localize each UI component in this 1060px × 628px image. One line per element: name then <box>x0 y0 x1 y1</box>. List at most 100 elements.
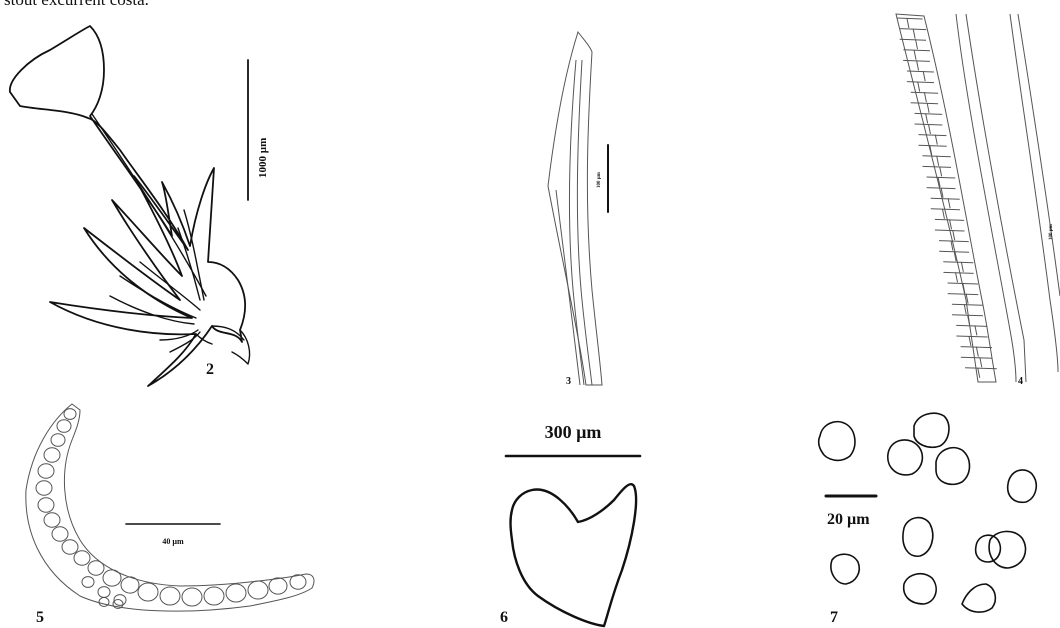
cell <box>51 434 65 447</box>
spore <box>936 448 970 485</box>
cell <box>160 587 180 605</box>
cell-wall <box>927 177 956 178</box>
cell-wall <box>943 272 973 273</box>
cell-wall <box>928 124 930 134</box>
cell <box>121 577 139 593</box>
plant-leaf <box>110 296 194 324</box>
spore <box>914 413 949 447</box>
cell-wall <box>911 103 938 104</box>
cell-wall <box>961 262 963 272</box>
cell-wall <box>907 82 934 83</box>
cell <box>52 527 68 541</box>
cell <box>74 551 90 565</box>
cell-band-outline <box>896 14 996 382</box>
cell-wall <box>937 156 939 166</box>
figure-number-6: 6 <box>500 609 508 626</box>
cell <box>62 540 78 554</box>
cell <box>290 575 306 589</box>
cell-wall <box>923 166 951 167</box>
cell-wall <box>948 294 979 295</box>
cell-wall <box>917 60 919 70</box>
cell-wall <box>935 230 965 231</box>
cell-wall <box>914 50 916 60</box>
cell <box>248 581 268 599</box>
cell-wall <box>952 304 983 305</box>
cell-wall <box>919 145 947 146</box>
figure-number-3: 3 <box>566 376 571 387</box>
specimen-outline <box>511 484 637 626</box>
spore <box>888 440 923 475</box>
cell-wall <box>935 135 937 145</box>
cell-wall <box>923 71 925 81</box>
cell-wall <box>969 336 971 346</box>
cell-wall <box>915 113 943 114</box>
cell <box>204 587 224 605</box>
cell-wall <box>956 272 958 282</box>
spore <box>962 584 995 612</box>
cell <box>182 588 202 606</box>
figure-6-outline: 300 µm 6 <box>500 422 640 626</box>
leaf-costa <box>570 60 584 385</box>
cell <box>99 598 109 607</box>
cell <box>138 583 158 601</box>
cell-grid <box>896 18 996 378</box>
cell <box>57 420 71 433</box>
cell <box>269 578 287 594</box>
cell-wall <box>964 304 966 314</box>
figure-4-areolation: 100 µm 4 <box>896 14 1060 387</box>
cell-wall <box>940 166 942 176</box>
figure-3-leaf: 100 µm 3 <box>548 32 608 387</box>
cell-wall <box>913 29 915 39</box>
scale-label-fig7: 20 µm <box>827 511 870 528</box>
leaf-margin <box>556 190 580 385</box>
cell-wall <box>939 241 969 242</box>
cell <box>103 570 121 586</box>
spore <box>904 574 936 604</box>
cell-wall <box>980 357 982 367</box>
cell-wall <box>900 39 926 40</box>
cell-wall <box>896 18 922 19</box>
plant-leaf <box>196 334 212 344</box>
cell <box>38 498 54 512</box>
cell-wall <box>978 368 980 378</box>
cell <box>88 561 104 575</box>
plant-outline <box>10 26 245 386</box>
scale-label-fig5: 40 µm <box>162 537 184 546</box>
figure-number-5: 5 <box>36 609 44 626</box>
spore <box>903 518 933 557</box>
leaf-costa <box>577 60 592 385</box>
cell-wall <box>926 113 928 123</box>
leaf-outline <box>548 32 602 385</box>
scale-label-fig4: 100 µm <box>1049 223 1054 240</box>
cell-wall <box>918 82 920 92</box>
figure-number-2: 2 <box>206 361 214 378</box>
scale-label-fig6: 300 µm <box>545 422 602 442</box>
costa-edge <box>1010 14 1058 372</box>
cell-wall <box>927 103 929 113</box>
cell-wall <box>975 325 977 335</box>
cell-wall <box>965 368 997 369</box>
figure-number-7: 7 <box>830 609 838 626</box>
figure-2-plant: 1000 µm 2 <box>10 26 269 386</box>
cell-wall <box>961 357 993 358</box>
cell-wall <box>903 50 930 51</box>
costa-edge <box>1018 14 1060 296</box>
cell <box>36 481 52 495</box>
cross-section-outline <box>26 404 314 611</box>
cell-wall <box>907 18 909 28</box>
spore <box>976 535 1001 562</box>
spore <box>831 554 859 584</box>
figure-5-cross-section: 40 µm 5 <box>26 404 314 626</box>
cell <box>82 577 94 588</box>
cell <box>38 464 54 478</box>
cell-wall <box>976 347 978 357</box>
cell-wall <box>924 92 926 102</box>
figure-7-spores: 20 µm 7 <box>819 413 1037 626</box>
cell-wall <box>943 262 973 263</box>
figure-number-4: 4 <box>1018 376 1023 387</box>
scale-label-fig3: 100 µm <box>597 171 602 188</box>
cell-wall <box>948 198 950 208</box>
cell <box>64 409 76 420</box>
cell-wall <box>942 209 944 219</box>
cell-wall <box>931 209 960 210</box>
